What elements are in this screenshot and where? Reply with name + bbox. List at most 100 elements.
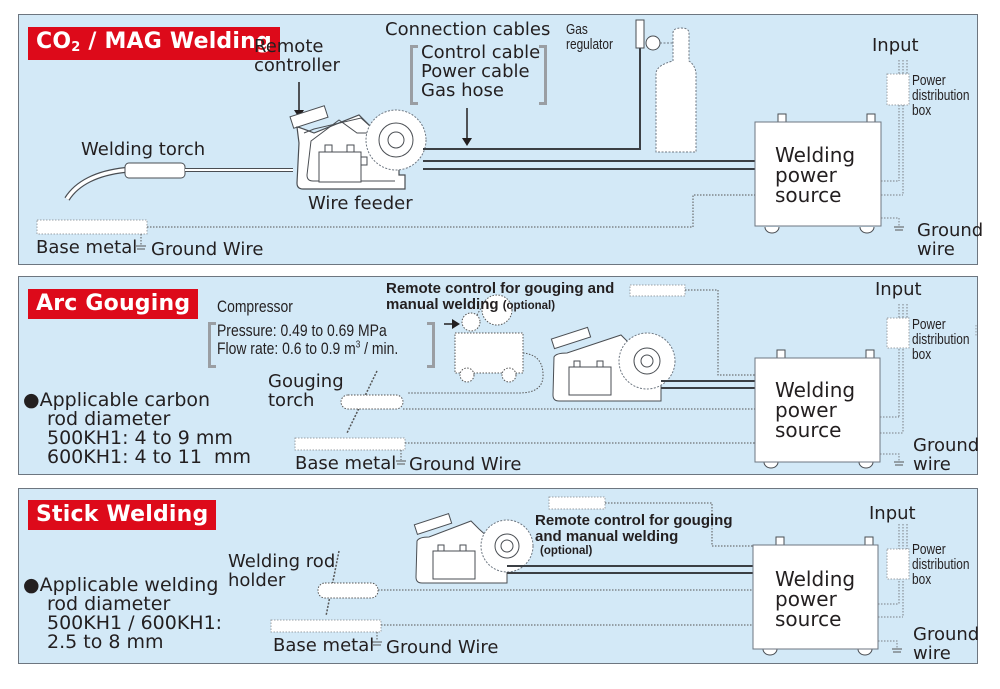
base-metal-plate — [270, 619, 382, 633]
label-line: wire — [913, 642, 951, 664]
label-line: power — [775, 398, 837, 422]
power-distribution-box-label: Power distribution box — [912, 73, 982, 120]
label-line: Welding — [775, 567, 856, 591]
remote-controller-label: Remote controller — [254, 36, 340, 76]
spec-line: ●Applicable carbon — [23, 391, 251, 410]
bracket-left — [410, 45, 418, 105]
label-line: Gas — [566, 22, 588, 38]
label-line: Ground — [913, 624, 980, 645]
ground-symbol-icon — [396, 450, 406, 465]
welding-torch-label: Welding torch — [81, 139, 206, 160]
label-line: distribution — [912, 557, 970, 574]
remote-control-line — [685, 289, 755, 376]
title-text-rest: / MAG Welding — [80, 29, 272, 54]
label-line: wire — [917, 238, 955, 260]
spec-line: 500KH1 / 600KH1: — [47, 612, 223, 634]
control-cable-label: Control cable — [421, 42, 541, 63]
spec-line: rod diameter — [47, 593, 171, 615]
label-line: torch — [268, 389, 315, 411]
wire-feeder-icon — [289, 105, 427, 190]
label-line: box — [912, 572, 932, 589]
label-line: controller — [254, 54, 340, 76]
spec-line: 2.5 to 8 mm — [47, 631, 164, 653]
label-text: Flow rate: 0.6 to 0.9 m — [217, 338, 356, 358]
label-line: Power — [912, 542, 946, 558]
wire-feeder-icon — [413, 513, 534, 584]
ground-wire-right-label: Ground wire — [913, 624, 980, 664]
power-distribution-box-icon — [878, 524, 910, 653]
panel-title-co2-mag: CO2 / MAG Welding — [28, 27, 280, 60]
welding-torch-icon — [64, 162, 293, 201]
gouging-torch-icon — [340, 370, 755, 434]
base-metal-label: Base metal — [36, 237, 138, 258]
label-line: Remote — [254, 36, 324, 57]
power-distribution-box-label: Power distribution box — [912, 317, 982, 364]
ground-wire-right-label: Ground wire — [917, 220, 984, 260]
label-text: manual welding — [386, 295, 503, 313]
gas-hose-arrow-icon — [462, 108, 472, 146]
compressor-heading: Compressor — [217, 298, 310, 316]
base-metal-plate — [294, 437, 406, 451]
base-metal-plate — [36, 219, 148, 235]
gas-hose-label: Gas hose — [421, 79, 504, 101]
gas-regulator-icon — [635, 19, 661, 51]
title-text: CO — [36, 29, 72, 54]
panel-title-arc-gouging: Arc Gouging — [28, 289, 199, 319]
stick-welding-panel: Stick Welding Remote control for gouging… — [18, 488, 980, 664]
label-line: source — [775, 418, 842, 442]
label-line: Welding — [775, 143, 856, 167]
label-line: Remote control for gouging — [535, 512, 733, 529]
ground-wire-label: Ground Wire — [409, 454, 522, 475]
label-text: Applicable carbon — [39, 389, 211, 411]
welding-power-source-label: Welding power source — [775, 569, 855, 629]
label-text: / min. — [360, 338, 399, 358]
welding-power-source-label: Welding power source — [775, 380, 855, 440]
remote-control-box — [548, 496, 606, 510]
remote-control-box — [629, 284, 686, 297]
title-subscript: 2 — [71, 40, 81, 55]
arc-gouging-panel: Arc Gouging Compressor Pressure: 0.49 to… — [18, 276, 980, 475]
welding-rod-holder-label: Welding rod holder — [228, 551, 336, 591]
ground-wire-label: Ground Wire — [386, 637, 499, 658]
optional-label: (optional) — [540, 544, 593, 557]
label-line: Welding — [775, 378, 856, 402]
label-line: manual welding (optional) — [386, 295, 614, 313]
power-cable-label: Power cable — [421, 60, 530, 82]
spec-line: ●Applicable welding — [23, 576, 222, 595]
label-line: box — [912, 103, 932, 120]
label-line: wire — [913, 453, 951, 475]
bullet-icon: ● — [23, 574, 40, 596]
ground-symbol-icon — [136, 234, 146, 250]
flow-rate-spec: Flow rate: 0.6 to 0.9 m3 / min. — [217, 338, 399, 358]
label-line: power — [775, 163, 837, 187]
remote-control-label: Remote control for gouging and manual we… — [535, 513, 732, 557]
power-distribution-box-icon — [880, 304, 910, 466]
power-distribution-box-icon — [881, 60, 910, 231]
panel-title-stick-welding: Stick Welding — [28, 500, 217, 530]
welding-power-source-label: Welding power source — [775, 145, 855, 205]
gouging-torch-label: Gouging torch — [268, 372, 344, 411]
label-line: Power — [912, 317, 946, 333]
label-line: Ground — [913, 435, 980, 456]
gas-regulator-label: Gas regulator — [566, 22, 623, 53]
carbon-rod-spec: ●Applicable carbon rod diameter 500KH1: … — [23, 391, 251, 467]
co2-mag-welding-panel: CO2 / MAG Welding Remote controller Conn… — [18, 14, 983, 265]
welding-rod-spec: ●Applicable welding rod diameter 500KH1 … — [23, 576, 222, 652]
gas-cylinder-icon — [655, 27, 697, 153]
label-line: Remote control for gouging and — [386, 280, 615, 297]
base-metal-label: Base metal — [295, 453, 397, 474]
label-line: Power — [912, 73, 946, 89]
connection-cables-list: Control cable Power cable Gas hose — [421, 42, 541, 101]
label-line: Ground — [917, 220, 984, 241]
pressure-spec: Pressure: 0.49 to 0.69 MPa — [217, 321, 387, 340]
remote-control-label: Remote control for gouging and manual we… — [386, 281, 614, 313]
ground-wire-right-label: Ground wire — [913, 435, 980, 475]
label-line: distribution — [912, 88, 970, 105]
superscript: 3 — [355, 339, 361, 351]
spec-line: 600KH1: 4 to 11 mm — [47, 446, 252, 468]
label-text: Applicable welding — [39, 574, 219, 596]
spec-line: rod diameter — [47, 408, 171, 430]
label-line: Welding rod — [228, 551, 336, 572]
bullet-icon: ● — [23, 389, 40, 411]
label-line: power — [775, 587, 837, 611]
